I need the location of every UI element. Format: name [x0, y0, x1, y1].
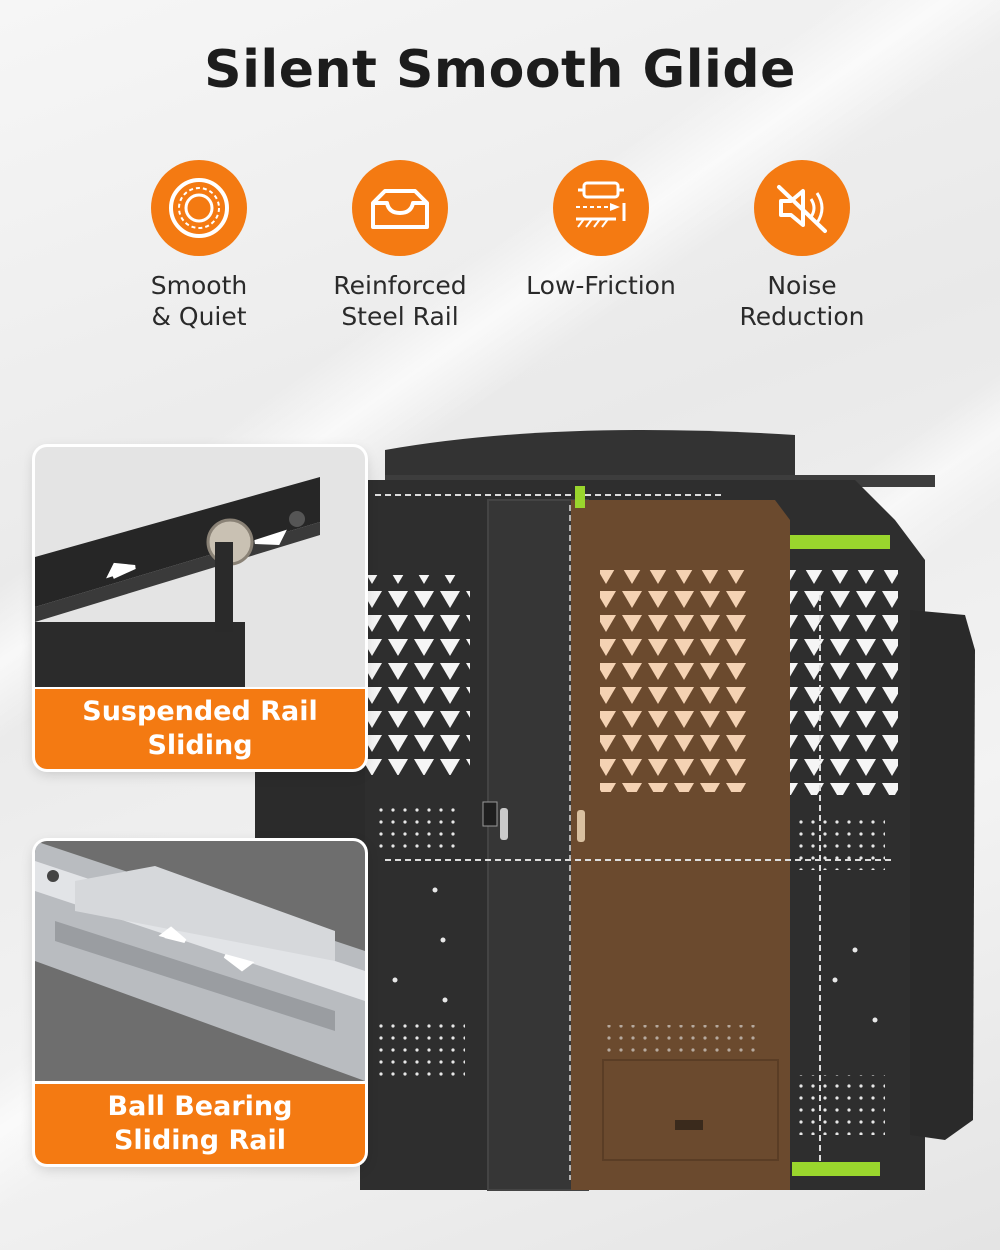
partition-illustration: [255, 430, 975, 1191]
suspended-rail-card: Suspended Rail Sliding: [35, 447, 365, 769]
feature-reinforced-steel-rail: Reinforced Steel Rail: [300, 160, 500, 332]
roller-friction-icon: [553, 160, 649, 256]
steel-channel-icon: [352, 160, 448, 256]
page-title: Silent Smooth Glide: [204, 40, 796, 100]
ball-bearing-rail-photo: [35, 841, 365, 1081]
feature-noise-reduction: Noise Reduction: [702, 160, 902, 332]
ball-bearing-rail-card: Ball Bearing Sliding Rail: [35, 841, 365, 1164]
card-label: Suspended Rail Sliding: [35, 689, 365, 769]
suspended-rail-photo: [35, 447, 365, 687]
feature-label: Smooth & Quiet: [150, 271, 248, 331]
card-label: Ball Bearing Sliding Rail: [35, 1084, 365, 1164]
muted-speaker-icon: [754, 160, 850, 256]
bearing-ring-icon: [151, 160, 247, 256]
feature-label: Reinforced Steel Rail: [333, 271, 467, 331]
feature-label: Low-Friction: [526, 271, 676, 300]
feature-smooth-quiet: Smooth & Quiet: [99, 160, 299, 332]
feature-label: Noise Reduction: [739, 271, 865, 331]
feature-low-friction: Low-Friction: [501, 160, 701, 301]
